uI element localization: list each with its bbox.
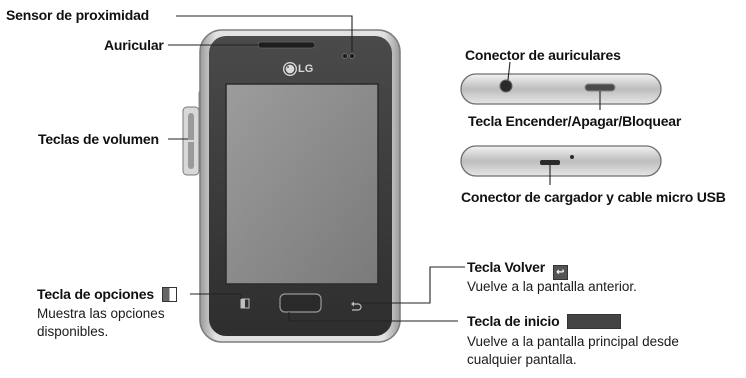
- home-key-label: Tecla de inicio: [467, 313, 622, 329]
- phone-bottom-edge: [460, 145, 662, 177]
- lg-logo-text: LG: [298, 63, 314, 75]
- home-key-desc-1: Vuelve a la pantalla principal desde: [467, 334, 679, 349]
- home-key-icon: [567, 314, 622, 329]
- back-key-title: Tecla Volver: [467, 259, 546, 275]
- leader-lines: [168, 15, 601, 322]
- back-key-desc: Vuelve a la pantalla anterior.: [467, 279, 637, 294]
- headset-jack-label: Conector de auriculares: [465, 47, 621, 63]
- micro-usb-port: [540, 160, 560, 165]
- home-key-desc-2: cualquier pantalla.: [467, 352, 577, 367]
- proximity-sensor-label: Sensor de proximidad: [6, 7, 150, 23]
- charger-port-label: Conector de cargador y cable micro USB: [461, 189, 726, 205]
- screen: [225, 83, 379, 285]
- options-key-desc-2: disponibles.: [37, 324, 109, 339]
- volume-keys: [184, 300, 185, 301]
- back-key-label: Tecla Volver ↩: [467, 259, 568, 280]
- phone-top-edge: [460, 73, 662, 105]
- power-key: [584, 83, 616, 92]
- back-key: [351, 301, 362, 311]
- earpiece-grille: [257, 41, 316, 49]
- home-key-title: Tecla de inicio: [467, 313, 560, 329]
- home-key: [279, 293, 322, 313]
- options-key: [240, 298, 250, 309]
- lg-logo: [283, 62, 297, 76]
- volume-keys-label: Teclas de volumen: [38, 131, 159, 147]
- options-key-icon: [161, 287, 177, 302]
- proximity-sensor-dot: [342, 53, 348, 59]
- options-key-label: Tecla de opciones: [37, 286, 177, 302]
- options-key-title: Tecla de opciones: [37, 286, 154, 302]
- options-key-desc-1: Muestra las opciones: [37, 306, 165, 321]
- headset-jack: [499, 79, 513, 93]
- back-key-icon: ↩: [552, 265, 568, 280]
- earpiece-label: Auricular: [104, 37, 164, 53]
- power-key-label: Tecla Encender/Apagar/Bloquear: [468, 113, 682, 129]
